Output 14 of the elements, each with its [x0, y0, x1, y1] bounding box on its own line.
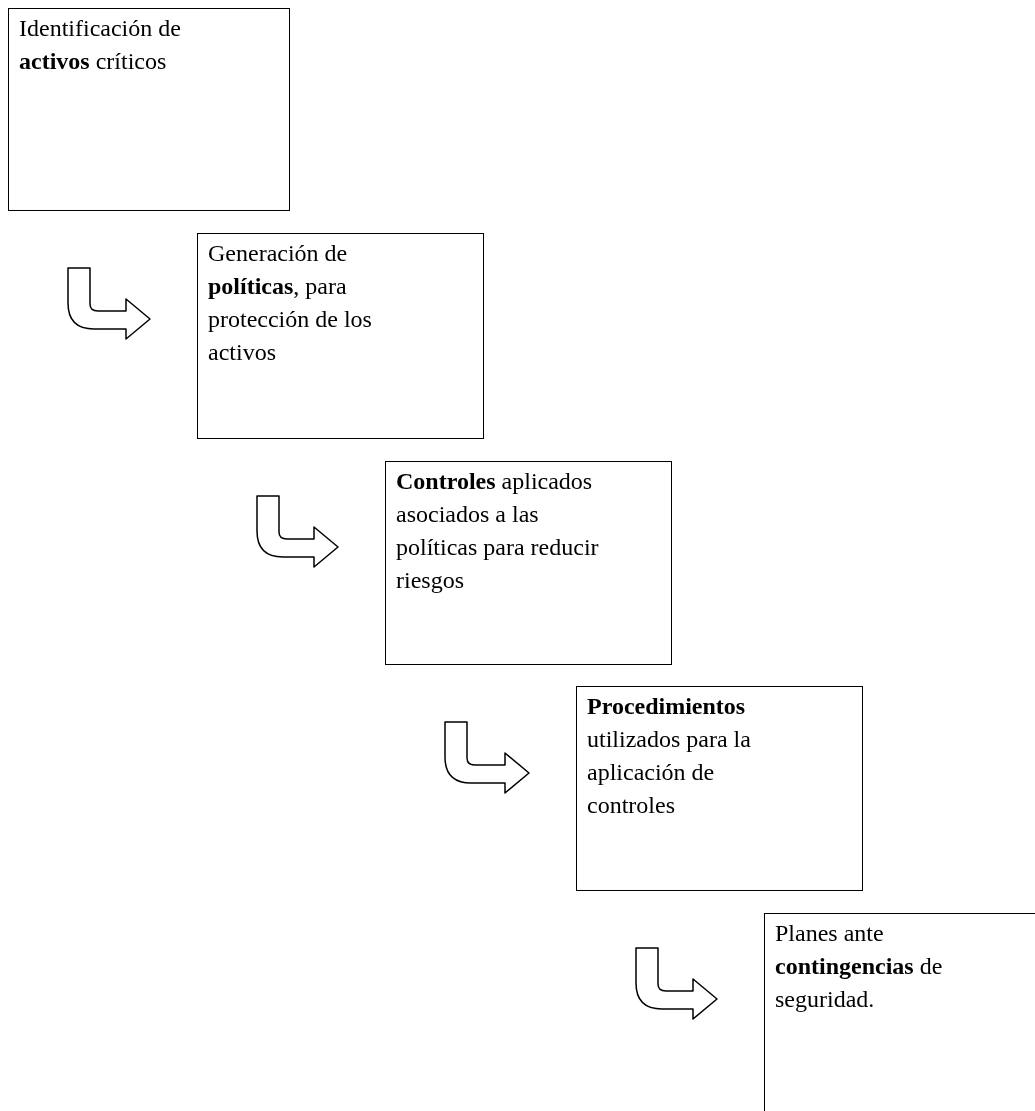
process-box — [764, 913, 1035, 1111]
process-box — [8, 8, 290, 211]
bent-arrow — [67, 267, 151, 340]
bent-arrow — [635, 947, 718, 1020]
process-box — [385, 461, 672, 665]
bent-arrow — [256, 495, 339, 568]
bent-arrow — [444, 721, 530, 794]
step-text: Controles aplicados asociados a las políticas para reducir riesgos — [396, 467, 600, 595]
step-text: Generación de políticas, para protección de los activos — [208, 239, 373, 367]
step-text: Planes ante contingencias de seguridad. — [775, 919, 944, 1014]
process-box — [197, 233, 484, 439]
process-box — [576, 686, 863, 891]
step-text: Procedimientos utilizados para la aplicación de controles — [587, 692, 752, 820]
step-text: Identificación de activos críticos — [19, 14, 182, 76]
